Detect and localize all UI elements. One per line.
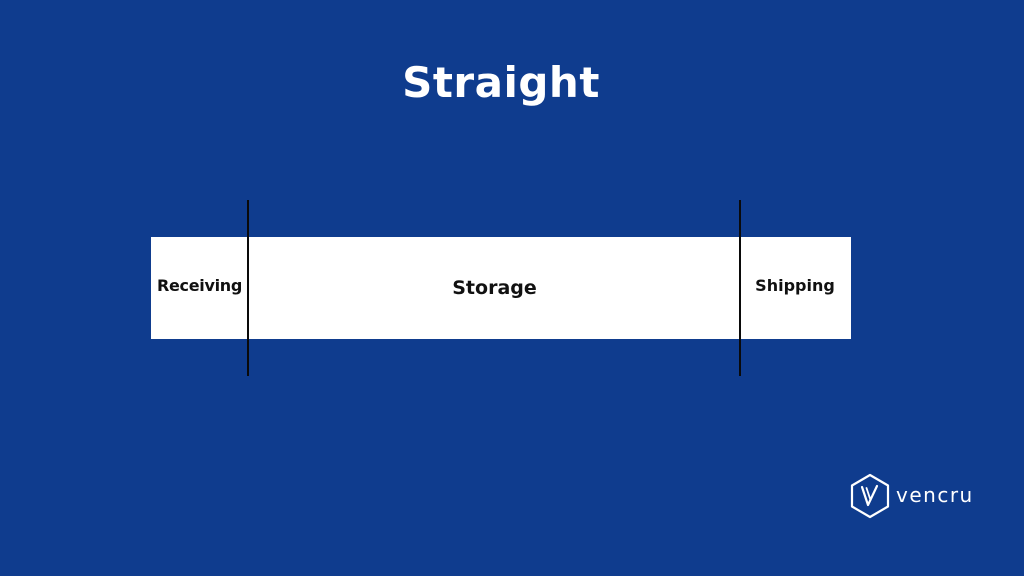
vencru-hexagon-logo-icon xyxy=(850,473,890,519)
diagram-title: Straight xyxy=(402,58,600,107)
divider-receiving-storage xyxy=(247,200,249,376)
zone-storage-label: Storage xyxy=(452,277,537,299)
brand-name: vencru xyxy=(896,483,974,507)
divider-storage-shipping xyxy=(739,200,741,376)
zone-shipping-label: Shipping xyxy=(755,276,835,295)
warehouse-flow-bar xyxy=(151,237,851,339)
vencru-logo: vencru xyxy=(849,473,972,519)
zone-receiving-label: Receiving xyxy=(156,276,243,295)
